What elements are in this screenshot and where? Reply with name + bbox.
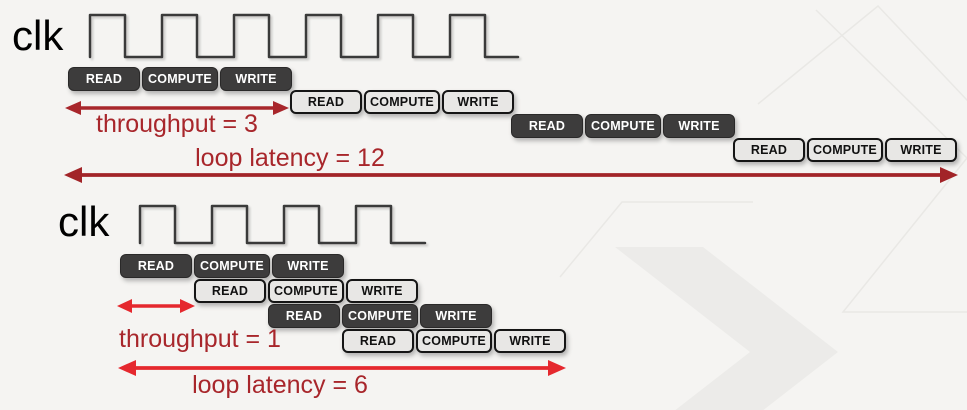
stage-box-compute: COMPUTE xyxy=(585,114,661,138)
stage-box-compute: COMPUTE xyxy=(364,90,440,114)
iteration-3-pipelined: READ COMPUTE WRITE xyxy=(268,304,492,328)
iteration-4-pipelined: READ COMPUTE WRITE xyxy=(342,329,566,353)
stage-box-write: WRITE xyxy=(220,67,292,91)
stage-box-read: READ xyxy=(194,279,266,303)
stage-box-compute: COMPUTE xyxy=(268,279,344,303)
stage-box-read: READ xyxy=(733,138,805,162)
stage-box-compute: COMPUTE xyxy=(807,138,883,162)
iteration-1-pipelined: READ COMPUTE WRITE xyxy=(120,254,344,278)
throughput-arrow-sequential xyxy=(65,101,289,115)
clk-label-pipelined: clk xyxy=(58,198,110,245)
stage-box-compute: COMPUTE xyxy=(416,329,492,353)
stage-box-write: WRITE xyxy=(420,304,492,328)
loop-latency-label-sequential: loop latency = 12 xyxy=(195,144,385,172)
stage-box-read: READ xyxy=(268,304,340,328)
loop-latency-arrow-sequential xyxy=(64,167,958,183)
stage-box-read: READ xyxy=(68,67,140,91)
loop-latency-label-pipelined: loop latency = 6 xyxy=(192,371,368,399)
stage-box-write: WRITE xyxy=(663,114,735,138)
throughput-label-sequential: throughput = 3 xyxy=(96,110,258,138)
iteration-1-sequential: READ COMPUTE WRITE xyxy=(68,67,292,91)
clock-waveform-sequential xyxy=(88,13,520,59)
stage-box-write: WRITE xyxy=(346,279,418,303)
stage-box-compute: COMPUTE xyxy=(194,254,270,278)
clock-waveform-pipelined xyxy=(138,204,427,245)
stage-box-write: WRITE xyxy=(272,254,344,278)
stage-box-compute: COMPUTE xyxy=(342,304,418,328)
throughput-label-pipelined: throughput = 1 xyxy=(119,325,281,353)
stage-box-compute: COMPUTE xyxy=(142,67,218,91)
throughput-arrow-pipelined xyxy=(117,299,195,313)
stage-box-write: WRITE xyxy=(494,329,566,353)
iteration-4-sequential: READ COMPUTE WRITE xyxy=(733,138,957,162)
stage-box-read: READ xyxy=(120,254,192,278)
stage-box-read: READ xyxy=(511,114,583,138)
iteration-2-sequential: READ COMPUTE WRITE xyxy=(290,90,514,114)
stage-box-read: READ xyxy=(290,90,362,114)
iteration-2-pipelined: READ COMPUTE WRITE xyxy=(194,279,418,303)
stage-box-write: WRITE xyxy=(442,90,514,114)
stage-box-write: WRITE xyxy=(885,138,957,162)
iteration-3-sequential: READ COMPUTE WRITE xyxy=(511,114,735,138)
loop-latency-arrow-pipelined xyxy=(118,360,566,376)
clk-label-sequential: clk xyxy=(12,12,64,59)
stage-box-read: READ xyxy=(342,329,414,353)
